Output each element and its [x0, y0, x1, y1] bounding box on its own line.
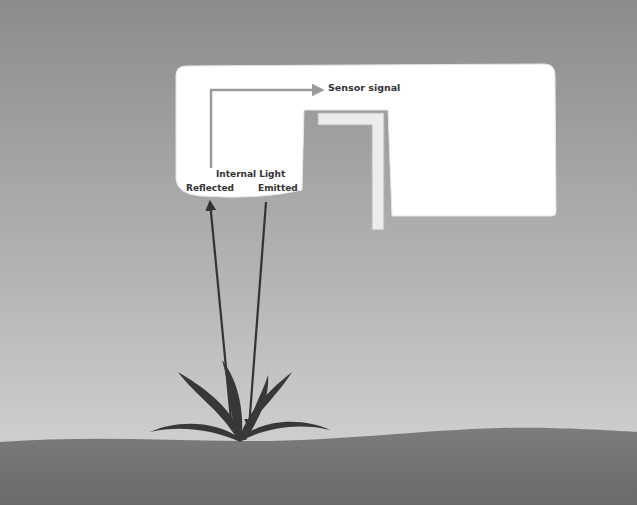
ground	[0, 428, 637, 505]
emitted-label: Emitted	[258, 184, 298, 194]
signal-label: Sensor signal	[328, 83, 400, 93]
clip-strip	[318, 113, 384, 230]
signal-line	[211, 90, 322, 168]
plant	[150, 360, 330, 442]
reflected-label: Reflected	[186, 184, 234, 194]
internal-light-label: Internal Light	[216, 170, 285, 180]
sensor-housing	[176, 64, 556, 216]
reflected-arrow	[210, 202, 232, 430]
